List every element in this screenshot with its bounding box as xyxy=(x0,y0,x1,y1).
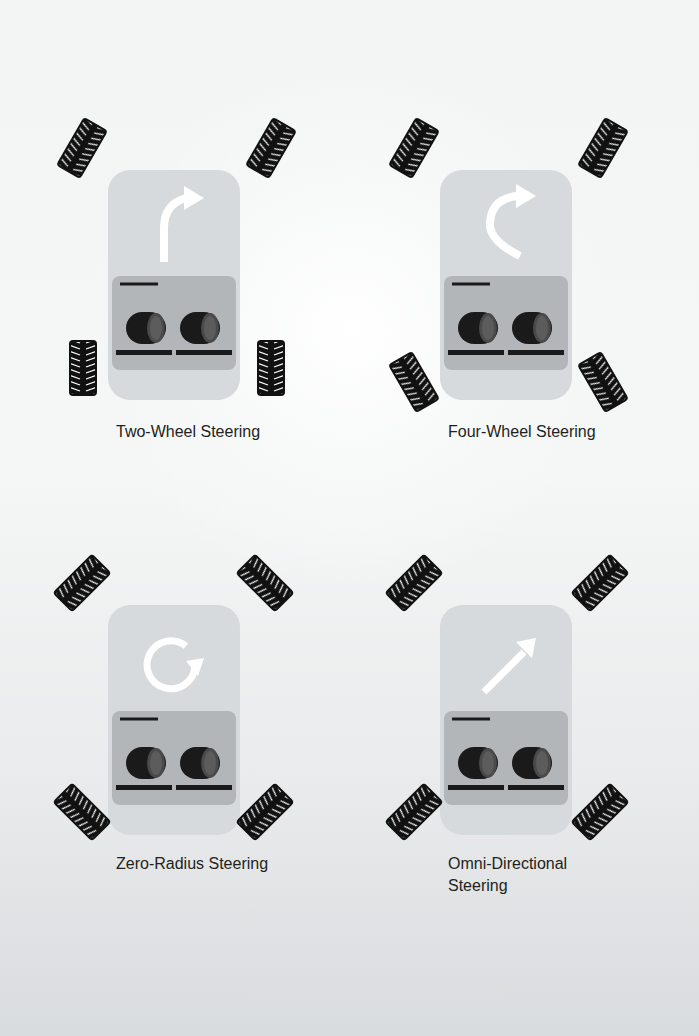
caption-label: Four-Wheel Steering xyxy=(448,421,648,443)
car-zero-radius xyxy=(52,553,294,841)
caption-label: Zero-Radius Steering xyxy=(116,853,316,875)
caption-label: Two-Wheel Steering xyxy=(116,421,316,443)
car-omni-directional xyxy=(384,553,629,841)
car-two-wheel xyxy=(56,117,297,400)
caption-label: Omni-Directional Steering xyxy=(448,853,578,897)
car-four-wheel xyxy=(388,117,629,413)
